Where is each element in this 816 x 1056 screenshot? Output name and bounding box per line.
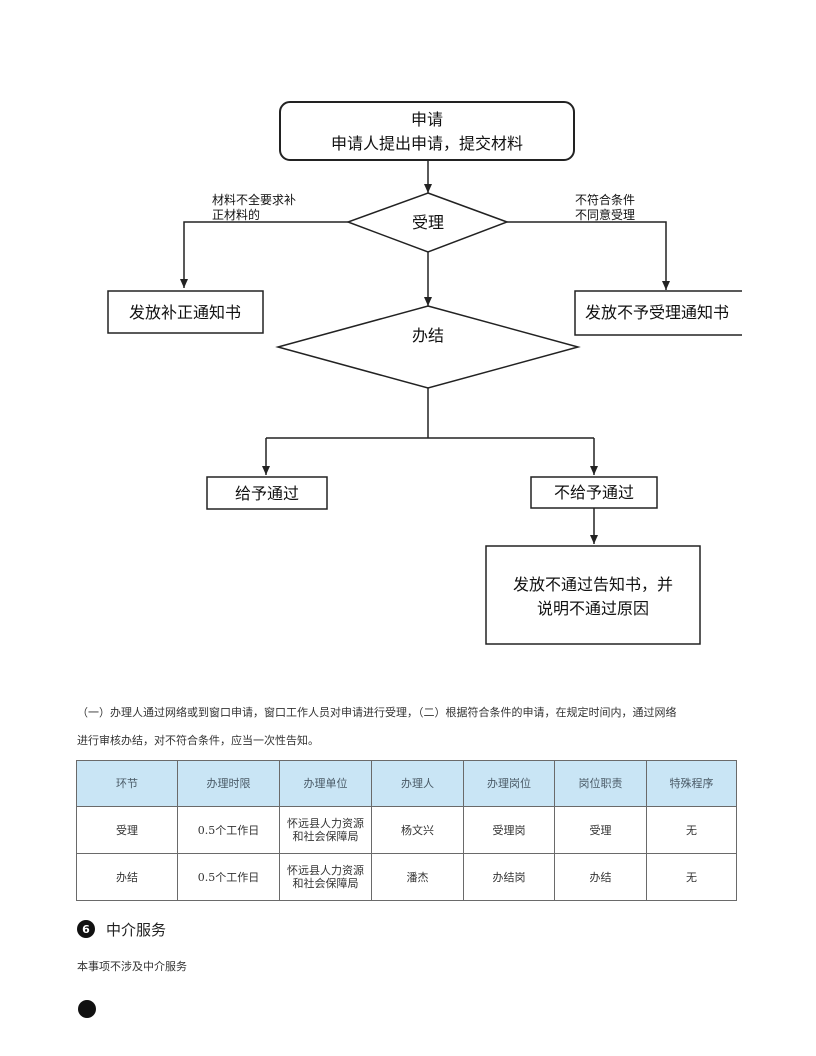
approve-box <box>206 476 328 510</box>
cell-post: 受理岗 <box>463 806 555 854</box>
fail-notice-box <box>485 545 701 645</box>
section-6-body: 本事项不涉及中介服务 <box>77 960 187 973</box>
section-title: 中介服务 <box>106 920 167 939</box>
process-table: 环节 办理时限 办理单位 办理人 办理岗位 岗位职责 特殊程序 受理 0.5个工… <box>76 760 737 901</box>
section-6-heading: 6 中介服务 <box>77 918 166 940</box>
fail-notice-line-2: 说明不通过原因 <box>537 599 649 618</box>
cell-unit: 怀远县人力资源和社会保障局 <box>279 806 372 854</box>
apply-title: 申请 <box>411 110 443 129</box>
disapprove-label: 不给予通过 <box>554 483 634 502</box>
col-header-post: 办理岗位 <box>463 760 555 807</box>
next-section-badge <box>78 1000 96 1018</box>
disapprove-box <box>530 476 658 509</box>
cell-stage: 受理 <box>76 806 178 854</box>
cell-special: 无 <box>646 806 737 854</box>
apply-box <box>279 101 575 161</box>
cell-stage: 办结 <box>76 853 178 901</box>
col-header-stage: 环节 <box>76 760 178 807</box>
cell-handler: 杨文兴 <box>371 806 464 854</box>
fail-notice-line-1: 发放不通过告知书，并 <box>513 575 673 594</box>
right-branch-note-2: 不同意受理 <box>575 207 635 222</box>
approve-label: 给予通过 <box>235 484 299 503</box>
col-header-unit: 办理单位 <box>279 760 372 807</box>
reject-notice-box <box>574 290 742 336</box>
cell-duty: 受理 <box>554 806 647 854</box>
table-row: 办结 0.5个工作日 怀远县人力资源和社会保障局 潘杰 办结岗 办结 无 <box>76 853 737 901</box>
approval-flowchart: 申请 申请人提出申请，提交材料 材料不全要求补 正材料的 不符合条件 不同意受理… <box>107 101 742 645</box>
col-header-time-limit: 办理时限 <box>177 760 280 807</box>
cell-unit: 怀远县人力资源和社会保障局 <box>279 853 372 901</box>
supplement-notice-box <box>107 290 264 334</box>
supplement-notice-label: 发放补正通知书 <box>129 303 241 322</box>
right-branch-note-1: 不符合条件 <box>575 192 635 207</box>
accept-label: 受理 <box>412 213 444 232</box>
accept-diamond <box>345 192 510 253</box>
cell-duty: 办结 <box>554 853 647 901</box>
col-header-handler: 办理人 <box>371 760 464 807</box>
arrow-accept-to-reject <box>507 221 670 290</box>
table-row: 受理 0.5个工作日 怀远县人力资源和社会保障局 杨文兴 受理岗 受理 无 <box>76 806 737 854</box>
cell-handler: 潘杰 <box>371 853 464 901</box>
col-header-special: 特殊程序 <box>646 760 737 807</box>
reject-notice-label: 发放不予受理通知书 <box>585 303 729 322</box>
left-branch-note-2: 正材料的 <box>212 207 260 222</box>
cell-special: 无 <box>646 853 737 901</box>
flow-connectors <box>180 160 670 544</box>
process-description-line-1: （一）办理人通过网络或到窗口申请，窗口工作人员对申请进行受理，（二）根据符合条件… <box>77 706 677 719</box>
cell-time-limit: 0.5个工作日 <box>177 853 280 901</box>
col-header-duty: 岗位职责 <box>554 760 647 807</box>
apply-desc: 申请人提出申请，提交材料 <box>331 134 523 153</box>
arrow-accept-to-supplement <box>180 221 348 288</box>
conclude-diamond <box>275 305 581 389</box>
process-description: （一）办理人通过网络或到窗口申请，窗口工作人员对申请进行受理，（二）根据符合条件… <box>77 699 747 755</box>
left-branch-note-1: 材料不全要求补 <box>212 192 296 207</box>
section-number-badge: 6 <box>77 920 95 938</box>
conclude-label: 办结 <box>412 326 444 345</box>
table-header-row: 环节 办理时限 办理单位 办理人 办理岗位 岗位职责 特殊程序 <box>76 760 737 807</box>
process-description-line-2: 进行审核办结，对不符合条件，应当一次性告知。 <box>77 734 319 747</box>
cell-time-limit: 0.5个工作日 <box>177 806 280 854</box>
cell-post: 办结岗 <box>463 853 555 901</box>
